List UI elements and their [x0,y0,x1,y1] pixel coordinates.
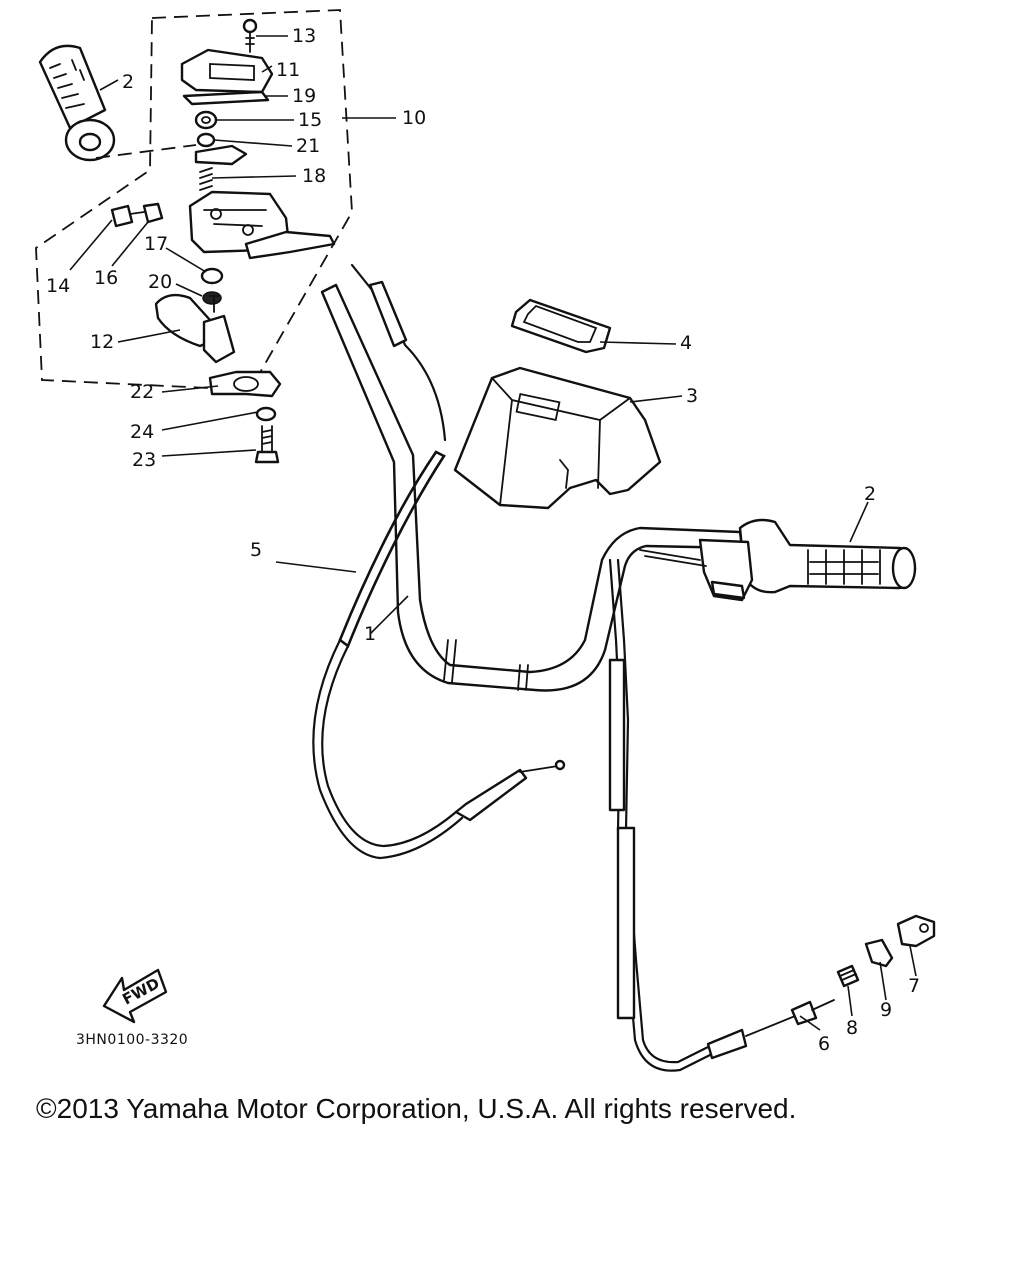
callout-23: 23 [132,449,156,471]
cable-end-bracket [896,914,936,948]
parts-diagram: FWD 1 2 2 3 4 5 6 7 8 9 10 11 12 13 14 1… [35,9,936,1072]
callout-10: 10 [402,107,426,129]
cover-plate [182,90,270,106]
forward-direction-arrow: FWD [102,968,168,1024]
callout-9: 9 [880,999,892,1021]
callout-6: 6 [818,1033,830,1055]
cable-holder [864,938,894,968]
callout-20: 20 [148,271,172,293]
washer-24 [255,406,277,422]
copyright-notice: ©2013 Yamaha Motor Corporation, U.S.A. A… [36,1093,797,1124]
callout-2-left: 2 [122,71,134,93]
callout-2-right: 2 [864,483,876,505]
washer-20 [202,291,222,305]
callout-16: 16 [94,267,118,289]
spring-18 [199,167,213,191]
left-grip [38,44,116,162]
handlebar-clamp [208,370,282,398]
screw-14 [110,204,145,228]
drawing-code: 3HN0100-3320 [76,1032,188,1048]
callout-22: 22 [130,381,154,403]
right-grip [698,518,917,602]
handlebar-cover [453,366,662,510]
nut-15 [194,110,218,130]
callout-14: 14 [46,275,70,297]
callout-18: 18 [302,165,326,187]
lever-plate [194,132,248,166]
callout-3: 3 [686,385,698,407]
grommet-17 [200,267,224,285]
callout-11: 11 [276,59,300,81]
screw-13 [242,18,258,53]
callout-8: 8 [846,1017,858,1039]
cable-left [312,450,566,860]
adjuster-bolt [836,964,860,988]
callout-12: 12 [90,331,114,353]
cable-right [350,263,835,1072]
bolt-23 [254,425,280,464]
callout-21: 21 [296,135,320,157]
callout-1: 1 [364,623,376,645]
switch-cover [180,48,274,94]
leader-lines [69,35,917,1031]
callout-17: 17 [144,233,168,255]
cover-gasket [510,298,612,354]
callout-13: 13 [292,25,316,47]
callout-5: 5 [250,539,262,561]
callout-7: 7 [908,975,920,997]
switch-housing [188,190,336,260]
callout-24: 24 [130,421,154,443]
choke-lever [154,293,236,364]
callout-15: 15 [298,109,322,131]
callout-4: 4 [680,332,692,354]
callout-19: 19 [292,85,316,107]
nut-16 [142,202,164,224]
